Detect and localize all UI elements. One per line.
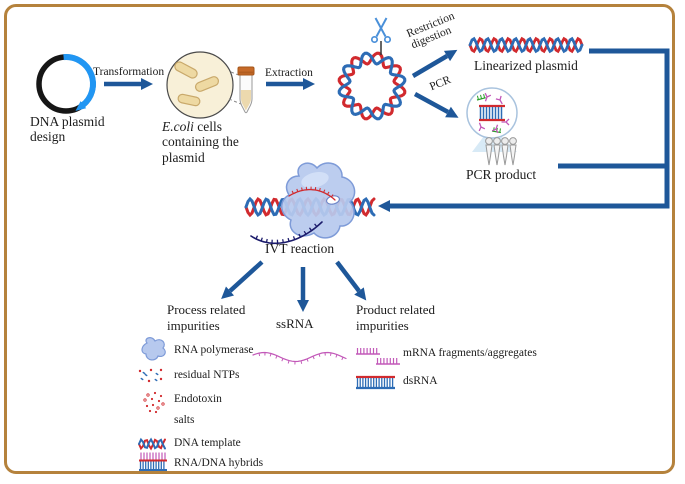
extraction-label: Extraction [265,67,313,79]
impurity-label-rna-dna-hybrids: RNA/DNA hybrids [174,457,264,469]
pcr-product-icon [466,87,518,166]
impurity-label-endotoxin: Endotoxin [174,393,222,405]
sample-tube-icon [237,66,255,114]
impurity-label-mrna-fragments: mRNA fragments/aggregates [403,347,537,359]
impurity-label-rna-polymerase: RNA polymerase [174,344,254,356]
ivt-reaction-icon [244,162,376,245]
circular-plasmid-icon [337,51,407,121]
linearized-plasmid-label: Linearized plasmid [474,58,578,73]
diagram-border [4,4,675,474]
ivt-reaction-label: IVT reaction [265,241,335,256]
ecoli-cells-icon [166,51,242,119]
impurity-label-residual-ntps: residual NTPs [174,369,240,381]
linearized-plasmid-icon [468,36,584,54]
pcr-product-label: PCR product [466,167,537,182]
dna-plasmid-design-icon [36,54,97,114]
scissors-icon [370,17,392,55]
impurity-label-dna-template: DNA template [174,437,241,449]
process-impurities-title: Process related impurities [167,302,246,333]
impurity-label-dsrna: dsRNA [403,375,438,387]
flow-arrows [104,49,459,312]
ecoli-label: E.coli cells containing the plasmid [162,119,239,165]
connector-lines [378,48,670,212]
product-impurities-title: Product related impurities [356,302,436,333]
transformation-label: Transformation [93,66,165,78]
dna-plasmid-design-label: DNA plasmid design [30,114,105,145]
impurity-label-salts: salts [174,414,195,426]
ssrna-strand-icon [252,351,347,365]
ssrna-label: ssRNA [276,316,314,331]
impurity-icons [138,337,400,471]
